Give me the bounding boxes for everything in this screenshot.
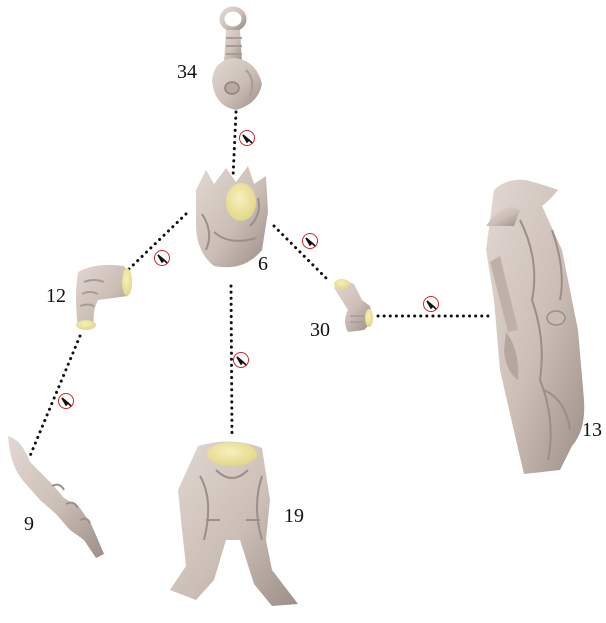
glue-bottle-icon [239, 130, 255, 146]
glue-bottle-icon [154, 250, 170, 266]
part-legs [170, 441, 298, 606]
part-number-right-arm: 30 [310, 320, 330, 340]
part-number-left-arm: 12 [46, 286, 66, 306]
part-shield [486, 180, 584, 474]
glue-bottle-icon [423, 296, 439, 312]
connector-torso-right-arm [274, 226, 328, 280]
part-number-legs: 19 [284, 506, 304, 526]
part-head [212, 9, 262, 110]
glue-bottle-icon [233, 352, 249, 368]
glue-bottle-icon [302, 233, 318, 249]
connector-torso-legs [231, 286, 232, 436]
part-number-weapon: 9 [24, 514, 34, 534]
part-weapon [8, 436, 104, 558]
part-number-torso: 6 [258, 254, 268, 274]
part-left-arm [76, 265, 132, 330]
connector-head-torso [233, 112, 236, 178]
glue-bottle-icon [58, 393, 74, 409]
part-right-arm [334, 279, 373, 332]
part-number-shield: 13 [582, 420, 602, 440]
part-number-head: 34 [177, 62, 197, 82]
